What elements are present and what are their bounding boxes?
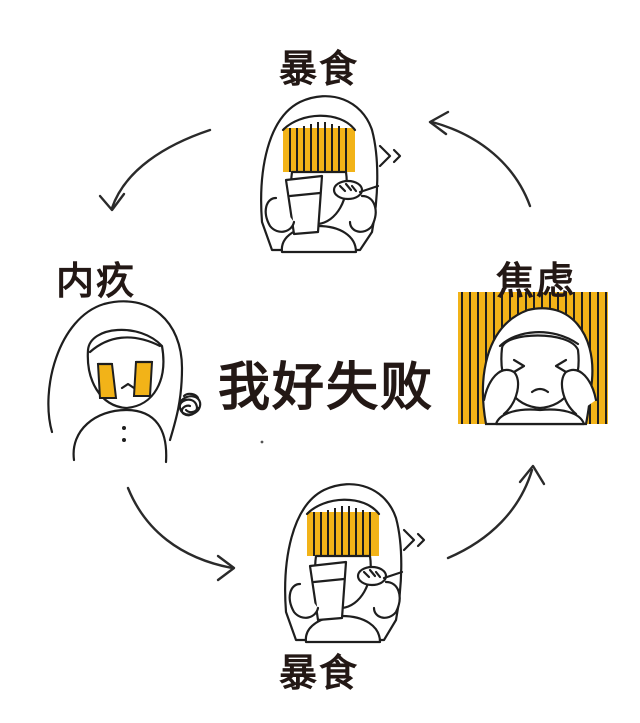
binge-eating-girl-top — [260, 95, 402, 254]
arrow-left-to-bottom — [126, 486, 236, 582]
bottom-label: 暴食 — [279, 651, 360, 695]
binge-eating-girl-bottom — [284, 483, 426, 644]
left-label: 内疚 — [56, 259, 137, 303]
top-label: 暴食 — [279, 47, 360, 91]
arrow-top-to-left — [98, 128, 212, 212]
arrow-right-to-top — [428, 110, 532, 208]
center-text: 我好失败 — [218, 358, 435, 418]
anxious-girl — [458, 292, 608, 426]
crying-girl — [47, 300, 202, 464]
right-label: 焦虑 — [496, 259, 577, 303]
scribble-icon — [178, 392, 202, 417]
arrow-bottom-to-right — [446, 464, 546, 560]
